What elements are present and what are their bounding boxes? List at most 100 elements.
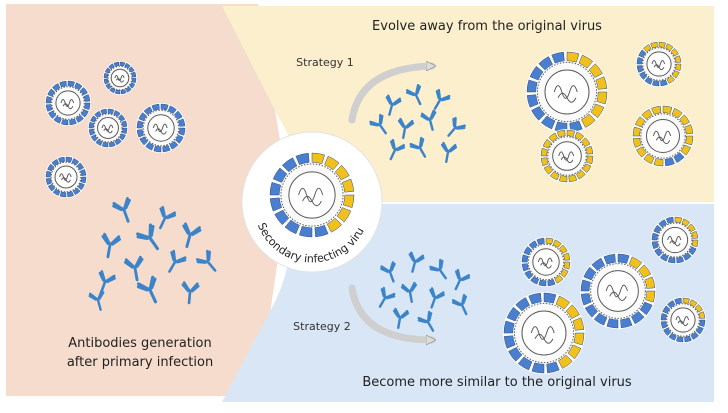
- virus-particle: [632, 105, 694, 167]
- virus-spike: [639, 71, 648, 80]
- virus-capsid: [670, 307, 696, 333]
- virus-spike: [663, 327, 672, 336]
- left-caption-line1: Antibodies generation: [68, 336, 212, 351]
- virus-spike: [72, 187, 81, 196]
- virus-genome: [530, 326, 555, 344]
- virus-spike: [566, 129, 576, 137]
- virus-particle: [580, 253, 656, 329]
- bottom-panel-title: Become more similar to the original viru…: [362, 375, 632, 390]
- virus-spike: [684, 335, 692, 343]
- virus-spike: [556, 129, 566, 138]
- virus-spike: [45, 170, 52, 178]
- virus-spike: [667, 300, 676, 309]
- virus-spike: [584, 303, 598, 318]
- virus-genome: [553, 85, 578, 103]
- virus-spike: [580, 137, 591, 147]
- virus-spike: [639, 301, 653, 316]
- virus-spike: [45, 104, 53, 112]
- virus-spike: [521, 263, 530, 272]
- virus-spike: [45, 96, 52, 104]
- virus-spike: [636, 65, 644, 73]
- virus-spike: [568, 174, 578, 183]
- antibody: [378, 286, 396, 308]
- virus-spike: [653, 157, 664, 167]
- virus-spike: [45, 178, 52, 185]
- virus-spike: [540, 147, 548, 157]
- virus-spike: [540, 115, 556, 130]
- virus-spike: [125, 86, 132, 93]
- virus-spike: [508, 347, 523, 362]
- virus-spike: [528, 292, 542, 305]
- virus-spike: [160, 103, 169, 111]
- virus-spike: [632, 126, 642, 137]
- virus-spike: [698, 311, 706, 319]
- virus-genome: [652, 130, 672, 145]
- virus-spike: [673, 152, 685, 163]
- virus-spike: [674, 297, 682, 305]
- virus-spike: [121, 127, 128, 135]
- virus-spike: [131, 71, 137, 78]
- virus-spike: [548, 132, 558, 143]
- virus-genome: [298, 187, 324, 207]
- virus-spike: [90, 115, 98, 123]
- virus-particle: [540, 129, 594, 183]
- virus-spike: [682, 252, 692, 261]
- virus-particle: [45, 156, 87, 198]
- virus-particle: [660, 297, 706, 343]
- virus-spike: [47, 183, 56, 192]
- virus-spike: [645, 290, 656, 303]
- virus-spike: [529, 65, 544, 81]
- virus-spike: [676, 336, 684, 343]
- virus-capsid: [147, 114, 175, 142]
- virus-spike: [588, 63, 603, 78]
- virus-spike: [670, 48, 679, 57]
- virus-spike: [671, 70, 680, 79]
- virus-spike: [80, 109, 89, 118]
- virus-spike: [641, 109, 653, 120]
- virus-spike: [59, 191, 67, 198]
- virus-spike: [52, 188, 61, 196]
- virus-spike: [662, 305, 671, 314]
- virus-spike: [311, 152, 325, 165]
- virus-spike: [526, 79, 538, 93]
- virus-particle: [269, 152, 355, 238]
- antibody: [101, 232, 121, 259]
- virus-capsid: [597, 270, 639, 312]
- virus-spike: [643, 153, 655, 165]
- virus-spike: [94, 110, 102, 118]
- virus-group: [45, 41, 706, 374]
- virus-spike: [580, 279, 591, 292]
- virus-spike: [566, 51, 580, 63]
- antibody: [112, 197, 131, 223]
- virus-spike: [58, 156, 65, 163]
- virus-spike: [79, 87, 88, 96]
- virus-genome: [101, 124, 114, 134]
- virus-spike: [643, 44, 652, 53]
- virus-spike: [632, 137, 642, 148]
- virus-spike: [595, 76, 608, 90]
- virus-spike: [636, 146, 647, 158]
- virus-genome: [675, 315, 690, 327]
- virus-spike: [573, 332, 585, 346]
- antibody-group: [88, 84, 471, 332]
- virus-spike: [51, 158, 60, 167]
- virus-spike: [671, 107, 683, 119]
- virus-spike: [617, 253, 630, 264]
- virus-genome: [558, 151, 575, 164]
- virus-spike: [591, 257, 606, 271]
- antibody: [429, 287, 445, 309]
- virus-spike: [652, 80, 660, 87]
- virus-spike: [644, 76, 653, 85]
- virus-spike: [699, 319, 706, 327]
- virus-spike: [662, 105, 673, 115]
- virus-spike: [653, 224, 662, 234]
- virus-spike: [542, 138, 552, 149]
- virus-spike: [552, 239, 562, 249]
- virus-spike: [695, 326, 704, 335]
- virus-spike: [48, 110, 57, 119]
- virus-spike: [109, 87, 116, 94]
- virus-spike: [121, 120, 128, 127]
- virus-spike: [269, 182, 282, 196]
- virus-spike: [517, 356, 533, 371]
